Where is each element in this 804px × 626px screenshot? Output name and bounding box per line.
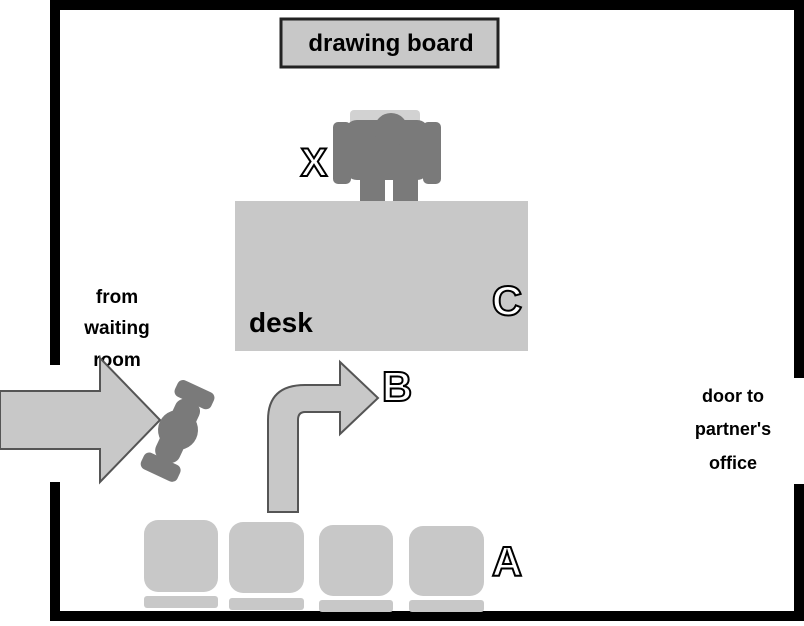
desk: desk C: [235, 201, 528, 351]
walls: [50, 0, 804, 621]
from-waiting-room-label: from waiting room: [83, 287, 149, 371]
waiting-chair: [144, 520, 218, 608]
door-to-partners-office-label: door to partner's office: [695, 386, 771, 473]
door-label-line-3: office: [709, 453, 757, 473]
marker-x: X: [301, 141, 328, 185]
drawing-board-label: drawing board: [308, 30, 473, 57]
desk-surface: [235, 201, 528, 351]
marker-b: B: [382, 363, 412, 410]
desk-label: desk: [249, 307, 313, 338]
walking-person-icon: [140, 380, 215, 482]
door-label-line-1: door to: [702, 386, 764, 406]
door-label-line-2: partner's: [695, 419, 771, 439]
person-x-icon: [333, 113, 441, 205]
from-waiting-room-line-2: waiting: [83, 318, 149, 339]
drawing-board-box: [279, 17, 500, 69]
waiting-chair: [319, 525, 393, 612]
waiting-chair: [409, 526, 484, 612]
waiting-chair: [229, 522, 304, 610]
entry-arrow-icon: [0, 355, 162, 485]
from-waiting-room-line-1: from: [96, 287, 138, 308]
waiting-chairs: [144, 520, 484, 612]
drawing-board: drawing board: [279, 17, 500, 69]
marker-a: A: [492, 538, 522, 585]
marker-c: C: [492, 277, 522, 324]
path-to-b-arrow-icon: [267, 359, 380, 513]
